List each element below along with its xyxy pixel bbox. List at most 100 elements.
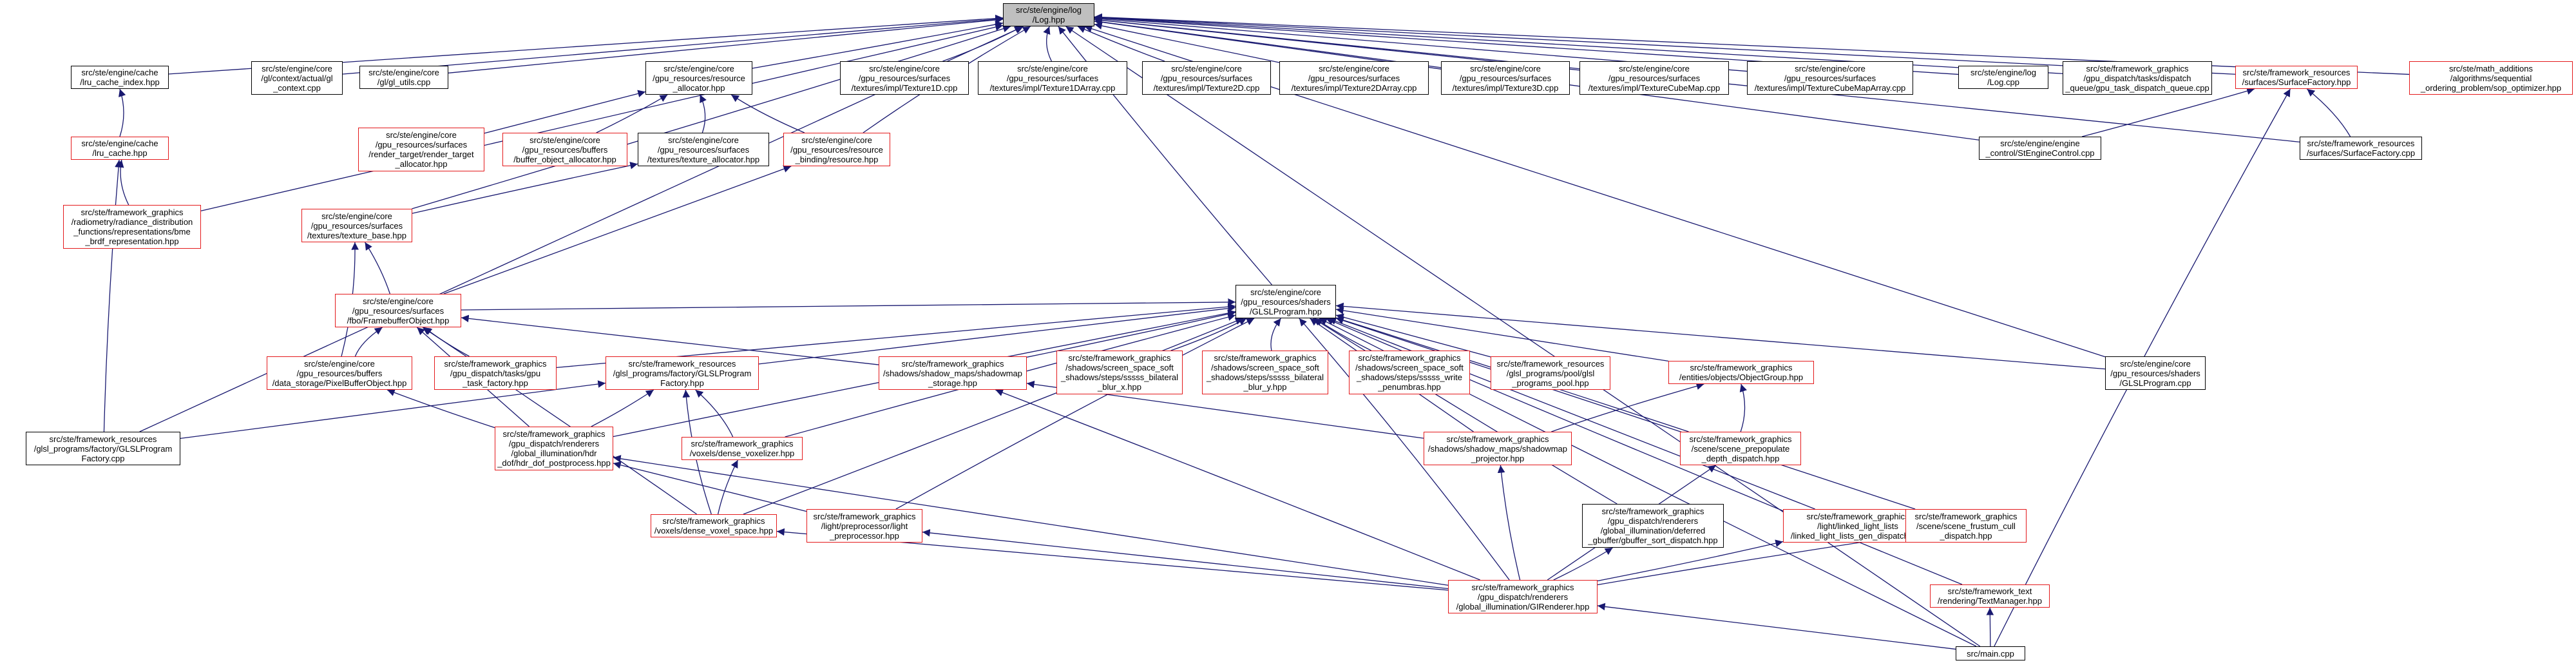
edge-gl_utils-to-log [448, 16, 1004, 73]
edge-linked_light_lists_gen-to-glsl_program_hpp [1328, 317, 1815, 510]
node-glsl-program-cpp[interactable]: src/ste/engine/core /gpu_resources/shade… [2105, 356, 2206, 390]
edge-sssss_bilateral_x-to-glsl_program_hpp [1170, 318, 1247, 351]
edge-layer [103, 13, 2410, 650]
node-lru-cache-index-hpp[interactable]: src/ste/engine/cache /lru_cache_index.hp… [71, 66, 169, 89]
node-gl-utils-cpp[interactable]: src/ste/engine/core /gl/gl_utils.cpp [359, 66, 448, 89]
node-lru-cache-hpp[interactable]: src/ste/engine/cache /lru_cache.hpp [71, 137, 169, 160]
edge-radiance_distribution-to-lru_cache [116, 159, 129, 206]
node-hdr-dof-postprocess-hpp[interactable]: src/ste/framework_graphics /gpu_dispatch… [495, 427, 613, 470]
edge-scene_frustum_cull-to-glsl_program_hpp [1335, 316, 1916, 510]
edge-main_cpp-to-gi_renderer [1597, 602, 1956, 650]
edge-resource_allocator-to-log [752, 21, 1004, 69]
edge-sssss_bilateral_y-to-glsl_program_hpp [1270, 318, 1281, 351]
edge-gbuffer_sort_dispatch-to-glsl_program_hpp [1313, 318, 1617, 505]
node-log-hpp: src/ste/engine/log /Log.hpp [1003, 3, 1094, 26]
node-sop-optimizer-hpp[interactable]: src/ste/math_additions /algorithms/seque… [2409, 61, 2573, 95]
edge-glsl_program_factory_cpp-to-lru_cache [103, 159, 122, 432]
node-glsl-program-factory-hpp[interactable]: src/ste/framework_resources /glsl_progra… [606, 356, 759, 390]
edge-gi_renderer-to-shadowmap_storage [995, 389, 1480, 581]
edge-object_group-to-glsl_program_hpp [1335, 307, 1669, 362]
node-texture-base-hpp[interactable]: src/ste/engine/core /gpu_resources/surfa… [301, 209, 412, 242]
node-gl-context-cpp[interactable]: src/ste/engine/core /gl/context/actual/g… [251, 61, 343, 95]
edge-lru_cache-to-lru_cache_index [119, 88, 126, 137]
node-texture1d-cpp[interactable]: src/ste/engine/core /gpu_resources/surfa… [840, 61, 969, 95]
node-sssss-write-penumbras-hpp[interactable]: src/ste/framework_graphics /shadows/scre… [1349, 351, 1470, 394]
edge-framebuffer_object-to-glsl_program_hpp [461, 298, 1236, 311]
edge-gi_renderer-to-linked_light_lists_gen [1597, 539, 1784, 582]
edge-main_cpp-to-log [1065, 26, 1981, 647]
node-glsl-programs-pool-hpp[interactable]: src/ste/framework_resources /glsl_progra… [1491, 356, 1610, 390]
node-texture-allocator-hpp[interactable]: src/ste/engine/core /gpu_resources/surfa… [638, 133, 769, 166]
edge-buffer_object_allocator-to-resource_allocator [596, 94, 668, 133]
edge-hdr_dof_postprocess-to-pixel_buffer_object [386, 389, 495, 429]
edge-gi_renderer-to-gbuffer_sort_dispatch [1553, 547, 1613, 581]
node-sssss-bilateral-blur-y-hpp[interactable]: src/ste/framework_graphics /shadows/scre… [1202, 351, 1328, 394]
edge-gi_renderer-to-shadowmap_projector [1497, 465, 1521, 581]
node-shadowmap-storage-hpp[interactable]: src/ste/framework_graphics /shadows/shad… [879, 356, 1027, 390]
node-text-manager-hpp[interactable]: src/ste/framework_text /rendering/TextMa… [1930, 584, 2050, 608]
edge-tex2d-to-log [1077, 26, 1165, 62]
edge-shadowmap_storage-to-glsl_program_hpp [1026, 310, 1236, 358]
edge-pixel_buffer_object-to-framebuffer_object [354, 327, 383, 357]
edge-dense_voxel_space-to-dense_voxelizer [717, 459, 738, 515]
node-binding-resource-hpp[interactable]: src/ste/engine/core /gpu_resources/resou… [783, 133, 890, 166]
node-sssss-bilateral-blur-x-hpp[interactable]: src/ste/framework_graphics /shadows/scre… [1056, 351, 1183, 394]
edge-light_preprocessor-to-glsl_program_hpp [895, 318, 1255, 510]
node-texture2darray-cpp[interactable]: src/ste/engine/core /gpu_resources/surfa… [1279, 61, 1429, 95]
edge-shadowmap_projector-to-object_group [1551, 382, 1704, 432]
node-dense-voxelizer-hpp[interactable]: src/ste/framework_graphics /voxels/dense… [682, 437, 803, 460]
node-gpu-task-factory-hpp[interactable]: src/ste/framework_graphics /gpu_dispatch… [434, 356, 557, 390]
edge-light_preprocessor-to-hdr_dof_postprocess [613, 461, 807, 512]
edge-surface_factory_cpp-to-surface_factory_hpp [2306, 88, 2351, 137]
edge-texture_allocator-to-resource_allocator [700, 94, 707, 133]
edge-dense_voxelizer-to-glsl_program_factory_hpp [695, 389, 734, 438]
node-resource-allocator-hpp[interactable]: src/ste/engine/core /gpu_resources/resou… [645, 61, 752, 95]
edge-texture_base-to-texture_allocator [412, 162, 638, 214]
node-shadowmap-projector-hpp[interactable]: src/ste/framework_graphics /shadows/shad… [1424, 432, 1572, 465]
edge-gi_renderer-to-glsl_program_hpp [1299, 318, 1510, 581]
edge-gi_renderer-to-hdr_dof_postprocess [613, 455, 1449, 586]
node-texture1darray-cpp[interactable]: src/ste/engine/core /gpu_resources/surfa… [978, 61, 1127, 95]
node-pixel-buffer-object-hpp[interactable]: src/ste/engine/core /gpu_resources/buffe… [267, 356, 412, 390]
edge-tex1darray-to-log [1043, 26, 1052, 62]
node-render-target-allocator-hpp[interactable]: src/ste/engine/core /gpu_resources/surfa… [358, 128, 484, 171]
edge-texture_base-to-log [412, 24, 1011, 209]
edge-dense_voxel_space-to-glsl_program_hpp [743, 317, 1243, 515]
node-surface-factory-cpp[interactable]: src/ste/framework_resources /surfaces/Su… [2300, 137, 2422, 160]
node-object-group-hpp[interactable]: src/ste/framework_graphics /entities/obj… [1668, 361, 1814, 384]
node-gbuffer-sort-dispatch-hpp[interactable]: src/ste/framework_graphics /gpu_dispatch… [1582, 504, 1724, 548]
edge-render_target_allocator-to-resource_allocator [484, 90, 646, 134]
node-main-cpp[interactable]: src/main.cpp [1956, 646, 2025, 660]
node-texture3d-cpp[interactable]: src/ste/engine/core /gpu_resources/surfa… [1441, 61, 1570, 95]
node-texture2d-cpp[interactable]: src/ste/engine/core /gpu_resources/surfa… [1142, 61, 1271, 95]
node-surface-factory-hpp[interactable]: src/ste/framework_resources /surfaces/Su… [2235, 66, 2358, 89]
node-light-preprocessor-hpp[interactable]: src/ste/framework_graphics /light/prepro… [806, 509, 922, 543]
node-gpu-task-dispatch-queue-cpp[interactable]: src/ste/framework_graphics /gpu_dispatch… [2063, 61, 2212, 95]
node-scene-prepopulate-depth-dispatch-hpp[interactable]: src/ste/framework_graphics /scene/scene_… [1680, 432, 1801, 465]
node-texturecubemap-cpp[interactable]: src/ste/engine/core /gpu_resources/surfa… [1579, 61, 1729, 95]
node-texturecubemaparray-cpp[interactable]: src/ste/engine/core /gpu_resources/surfa… [1747, 61, 1913, 95]
edge-gpu_task_factory-to-framebuffer_object [424, 327, 470, 357]
edge-glsl_programs_pool-to-glsl_program_hpp [1335, 313, 1491, 358]
node-log-cpp[interactable]: src/ste/engine/log /Log.cpp [1958, 66, 2048, 89]
node-bme-brdf-representation-hpp[interactable]: src/ste/framework_graphics /radiometry/r… [63, 205, 201, 249]
node-framebuffer-object-hpp[interactable]: src/ste/engine/core /gpu_resources/surfa… [335, 294, 461, 327]
node-ste-engine-control-cpp[interactable]: src/ste/engine/engine _control/StEngineC… [1979, 137, 2101, 160]
edge-gpu_task_dispatch_queue-to-log [1094, 14, 2063, 74]
edge-framebuffer_object-to-texture_base [365, 242, 391, 294]
node-scene-frustum-cull-dispatch-hpp[interactable]: src/ste/framework_graphics /scene/scene_… [1905, 509, 2027, 543]
edge-radiance_distribution-to-log [200, 23, 1004, 211]
edge-dense_voxel_space-to-framebuffer_object [422, 327, 697, 515]
edge-glsl_program_cpp-to-glsl_program_hpp [1335, 302, 2106, 370]
edge-gi_renderer-to-light_preprocessor [922, 529, 1449, 590]
edge-ste_engine_control-to-surface_factory_hpp [2081, 87, 2255, 137]
node-glsl-program-factory-cpp[interactable]: src/ste/framework_resources /glsl_progra… [26, 432, 180, 465]
node-gi-renderer-hpp[interactable]: src/ste/framework_graphics /gpu_dispatch… [1448, 580, 1598, 613]
node-buffer-object-allocator-hpp[interactable]: src/ste/engine/core /gpu_resources/buffe… [502, 133, 627, 166]
edge-scene_prepopulate_depth-to-object_group [1739, 383, 1747, 432]
node-glsl-program-hpp[interactable]: src/ste/engine/core /gpu_resources/shade… [1236, 285, 1336, 318]
edge-glsl_program_factory_cpp-to-glsl_program_factory_hpp [180, 380, 606, 439]
edge-hdr_dof_postprocess-to-glsl_program_factory_hpp [591, 389, 654, 427]
node-dense-voxel-space-hpp[interactable]: src/ste/framework_graphics /voxels/dense… [651, 514, 777, 537]
